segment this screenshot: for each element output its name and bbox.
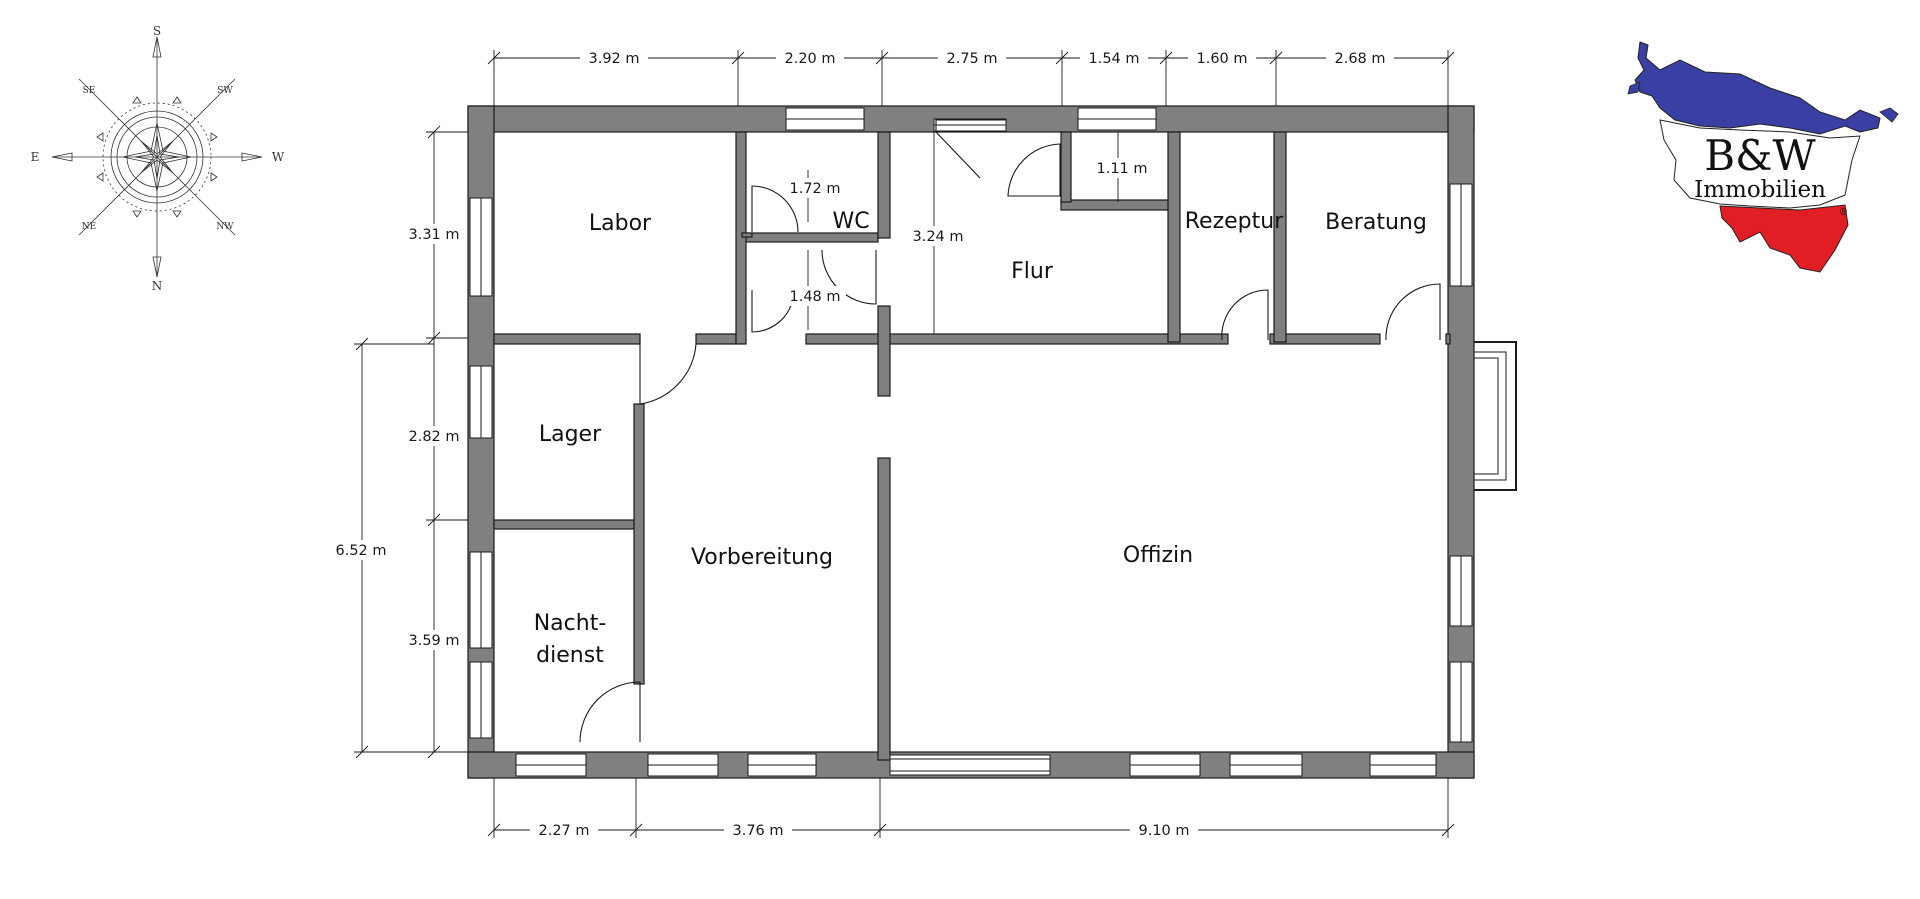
- room-rezeptur: Rezeptur: [1185, 209, 1284, 234]
- logo-subtitle: Immobilien: [1694, 177, 1826, 203]
- room-vorbereitung: Vorbereitung: [691, 545, 833, 570]
- dim-wc-height: 1.72 m: [789, 181, 840, 197]
- dim-top-2: 2.20 m: [784, 51, 835, 67]
- dim-left-2: 2.82 m: [408, 429, 459, 445]
- dim-top-6: 2.68 m: [1334, 51, 1385, 67]
- dim-left-total: 6.52 m: [335, 543, 386, 559]
- room-labor: Labor: [589, 211, 652, 236]
- room-offizin: Offizin: [1123, 543, 1193, 568]
- compass-top: S: [153, 24, 161, 38]
- dim-top-3: 2.75 m: [946, 51, 997, 67]
- dimension-lines: [354, 50, 1455, 838]
- dim-bottom-1: 2.27 m: [538, 823, 589, 839]
- room-nachtdienst-line1: Nacht-: [534, 611, 607, 636]
- dim-storage-height: 1.48 m: [789, 289, 840, 305]
- compass-bottom: N: [152, 279, 163, 293]
- compass-left: E: [31, 150, 40, 164]
- dim-closet-height: 1.11 m: [1096, 161, 1147, 177]
- compass-upper-right: SW: [217, 86, 233, 96]
- dimension-labels: 3.92 m 2.20 m 2.75 m 1.54 m 1.60 m 2.68 …: [330, 48, 1394, 840]
- compass-rose-icon: S N E W SE SW NE NW: [31, 24, 285, 293]
- logo-map-white: [1659, 119, 1861, 209]
- room-labels: Labor WC Flur Rezeptur Beratung Lager Vo…: [534, 209, 1427, 668]
- room-nachtdienst-line2: dienst: [536, 643, 604, 668]
- dim-bottom-2: 3.76 m: [732, 823, 783, 839]
- room-wc: WC: [832, 209, 869, 234]
- dim-left-3: 3.59 m: [408, 633, 459, 649]
- room-beratung: Beratung: [1325, 210, 1427, 235]
- dim-left-1: 3.31 m: [408, 227, 459, 243]
- logo-registered-mark: ®: [1839, 208, 1848, 218]
- walls: [467, 105, 1475, 779]
- dim-bottom-3: 9.10 m: [1138, 823, 1189, 839]
- compass-upper-left: SE: [83, 86, 96, 96]
- logo-brand: B&W: [1704, 131, 1816, 180]
- dim-top-1: 3.92 m: [588, 51, 639, 67]
- company-logo: B&W Immobilien ®: [1627, 41, 1899, 273]
- compass-lower-right: NW: [216, 222, 234, 232]
- room-lager: Lager: [539, 422, 602, 447]
- windows: [469, 107, 1517, 777]
- dim-flur-height: 3.24 m: [912, 229, 963, 245]
- room-flur: Flur: [1011, 259, 1054, 284]
- logo-map-blue: [1634, 41, 1881, 135]
- dim-top-5: 1.60 m: [1196, 51, 1247, 67]
- compass-right: W: [272, 150, 285, 164]
- doors: [579, 119, 1441, 743]
- dim-top-4: 1.54 m: [1088, 51, 1139, 67]
- compass-lower-left: NE: [82, 222, 96, 232]
- logo-map-red: [1719, 204, 1849, 273]
